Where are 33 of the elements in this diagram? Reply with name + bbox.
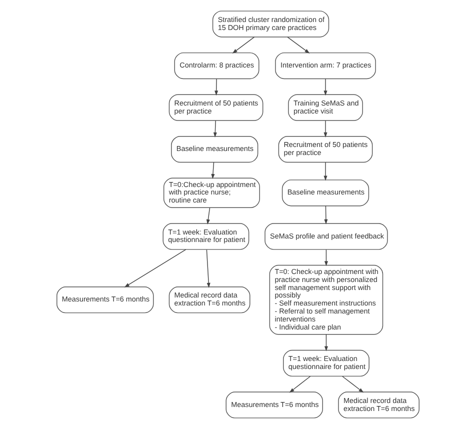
arrow [206, 208, 210, 225]
node-box: Baseline measurements [281, 180, 369, 206]
arrow [323, 78, 327, 96]
node-box: Training SeMaS and practice visit [288, 94, 362, 121]
node-box: Medical record data extraction T=6 months [168, 286, 250, 314]
arrow [324, 249, 328, 266]
arrow [323, 120, 327, 138]
node-box: T=1 week: Evaluation questionnaire for patient [282, 350, 369, 377]
node-box: Medical record data extraction T=6 months [338, 392, 419, 418]
arrow [341, 376, 364, 393]
node-box: T=0: Check-up appointment with practice nurse with personalized self management support with possibly - Self measurement instructions - Referral to self management interventions - Individual care plan [268, 264, 383, 335]
node-box: Baseline measurements [170, 136, 258, 163]
node-box: T=1 week: Evaluation questionnaire for patient [162, 223, 249, 250]
node-box: Recruitment of 50 patients per practice [168, 94, 263, 121]
arrow [214, 78, 218, 96]
arrow [288, 376, 310, 393]
arrow [286, 36, 310, 54]
arrow [324, 206, 328, 224]
arrow [210, 162, 214, 180]
node-box: Measurements T=6 months [225, 392, 322, 418]
node-box: T=0:Check-up appointment with practice nurse; routine care [162, 178, 260, 208]
node-box: Measurements T=6 months [56, 286, 154, 314]
node-box: Stratified cluster randomization of 15 DOH primary care practices [212, 10, 329, 38]
arrow [232, 36, 254, 54]
arrow [324, 334, 328, 352]
arrow [124, 249, 186, 288]
node-box: Recruitment of 50 patients per practice [278, 136, 372, 163]
node-box: Controlarm: 8 practices [174, 52, 259, 80]
node-box: SeMaS profile and patient feedback [264, 223, 388, 250]
arrow [206, 249, 210, 288]
node-box: Intervention arm: 7 practices [274, 52, 376, 80]
arrow [212, 120, 216, 138]
arrow [323, 162, 327, 181]
